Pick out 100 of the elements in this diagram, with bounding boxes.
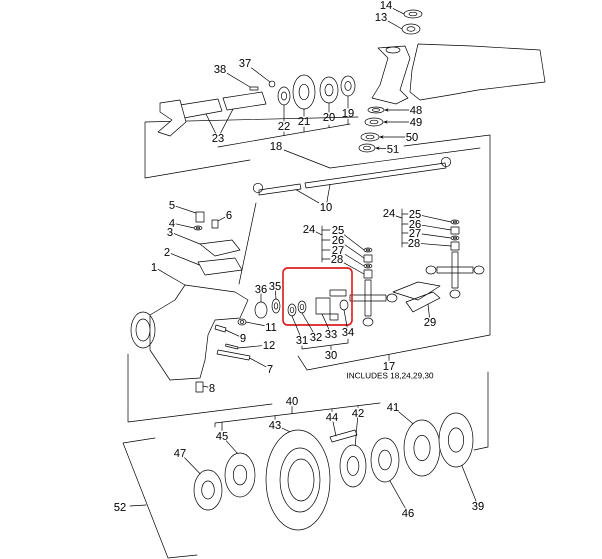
leader-line <box>388 20 402 30</box>
washer-drawing <box>288 304 296 316</box>
tie-rod-end-drawing <box>252 182 302 196</box>
callout-number: 30 <box>325 351 337 359</box>
leader-line <box>328 102 330 112</box>
washer-drawing <box>450 220 460 224</box>
leader-line <box>354 417 358 446</box>
callout-number: 37 <box>239 59 251 67</box>
leader-line <box>260 294 262 302</box>
leader-line <box>218 216 226 222</box>
callout-number: 3 <box>167 228 173 236</box>
washer-drawing <box>358 144 376 152</box>
bearing-cup-drawing <box>224 452 256 498</box>
leader-line <box>322 314 330 330</box>
callout-number: 19 <box>342 109 354 117</box>
callout-number: 11 <box>266 323 276 331</box>
leader-line <box>389 480 406 508</box>
callout-number: 2 <box>164 248 170 256</box>
bearing-cup-drawing <box>404 420 440 476</box>
callout-number: 23 <box>212 134 224 142</box>
callout-number: 27 <box>332 246 344 254</box>
bearing-drawing <box>194 470 222 510</box>
wheel-stud-drawing <box>330 430 358 442</box>
callout-number: 43 <box>269 421 281 429</box>
leader-line <box>158 268 186 286</box>
leader-line <box>332 421 336 436</box>
callout-number: 25 <box>332 226 344 234</box>
leader-line <box>206 114 216 134</box>
nut-drawing <box>268 80 276 88</box>
leader-line <box>220 108 234 134</box>
leader-line <box>420 243 452 246</box>
leader-line <box>251 68 270 82</box>
leader-line <box>184 457 200 474</box>
callout-number: 52 <box>114 503 126 511</box>
callout-number: 7 <box>267 365 273 373</box>
leader-line <box>296 189 320 204</box>
washer-drawing <box>272 298 280 314</box>
washer-drawing <box>278 86 290 106</box>
leader-line <box>392 8 404 14</box>
leader-line <box>249 358 266 368</box>
steering-knuckle-drawing <box>130 284 248 380</box>
callout-number: 28 <box>331 255 343 263</box>
callout-number: 10 <box>320 203 332 211</box>
callout-number: 35 <box>269 282 281 290</box>
callout-number: 34 <box>342 328 354 336</box>
callout-number: 40 <box>286 397 298 405</box>
callout-number: 42 <box>352 409 364 417</box>
bolt-drawing <box>196 212 204 222</box>
leader-line <box>226 72 250 88</box>
bearing-cap-drawing <box>340 300 348 310</box>
leader-line <box>344 254 364 266</box>
callout-number: 44 <box>326 413 338 421</box>
steering-arm-drawing <box>198 258 242 276</box>
callout-number: 27 <box>409 229 421 237</box>
callout-number: 38 <box>214 65 226 73</box>
bearing-cap-drawing <box>364 270 372 278</box>
leader-line <box>344 262 364 274</box>
leader-line <box>422 234 452 238</box>
leader-line <box>428 304 430 318</box>
bushing-drawing <box>254 302 268 318</box>
hub-drawing <box>266 430 330 530</box>
callout-number: 48 <box>410 106 422 114</box>
callout-number: 14 <box>380 1 392 9</box>
callout-number: 33 <box>325 330 337 338</box>
callout-number: 25 <box>409 210 421 218</box>
leader-line <box>344 234 364 250</box>
callout-number: 24 <box>303 225 315 233</box>
plate-drawing <box>200 240 240 256</box>
leader-line <box>202 386 208 388</box>
callout-number: 41 <box>387 403 399 411</box>
bearing-cap-drawing <box>450 242 460 250</box>
callout-number: 12 <box>264 341 275 349</box>
callout-number: 8 <box>209 384 215 392</box>
washer-drawing <box>298 300 306 314</box>
callout-number: 18 <box>270 142 282 150</box>
callout-number: 36 <box>255 285 267 293</box>
seal-drawing <box>292 74 316 110</box>
leader-line <box>302 312 314 332</box>
washer-drawing <box>450 236 460 240</box>
callout-number: 47 <box>174 449 186 457</box>
washer-drawing <box>364 118 384 126</box>
axle-shaft-drawing <box>222 92 266 110</box>
leader-line <box>226 440 238 454</box>
washer-drawing <box>402 24 420 34</box>
callout-number: 49 <box>410 118 422 126</box>
callout-number: 26 <box>332 236 344 244</box>
callout-number: 17 <box>384 362 395 370</box>
tie-rod-tube-drawing <box>304 156 452 188</box>
washer-drawing <box>364 264 372 268</box>
leader-line <box>238 345 262 348</box>
seal-drawing <box>438 412 474 468</box>
leader-line <box>326 184 330 202</box>
callout-number: 51 <box>387 145 399 153</box>
leader-line <box>282 428 290 432</box>
leader-line <box>174 233 200 244</box>
bearing-drawing <box>320 76 338 104</box>
callout-number: 26 <box>409 220 421 228</box>
stud-drawing <box>196 382 204 392</box>
leader-line <box>275 290 276 300</box>
washer-drawing <box>368 106 384 114</box>
